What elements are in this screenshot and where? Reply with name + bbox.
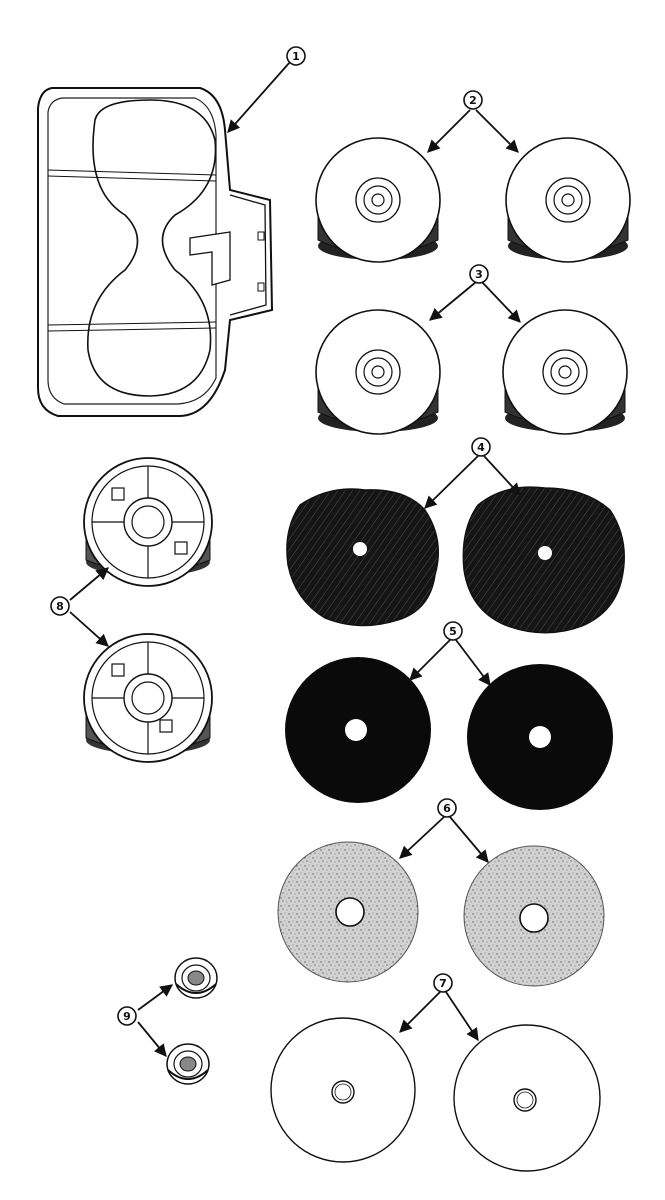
textured-pad-right-4: [462, 486, 625, 634]
callout-label-7: 7: [439, 977, 447, 990]
center-lock-bottom-9: [166, 1043, 210, 1085]
callout-label-2: 2: [469, 94, 477, 107]
callout-2: 2: [427, 90, 519, 153]
callout-label-1: 1: [292, 50, 300, 63]
callout-5: 5: [409, 621, 491, 687]
brush-left-2: [315, 137, 441, 263]
black-pad-right-5: [467, 664, 613, 810]
pad-holder-bottom-8: [83, 633, 213, 763]
speckled-pad-left-6: [277, 841, 419, 983]
textured-pad-left-4: [286, 488, 440, 627]
black-pad-left-5: [285, 657, 431, 803]
housing-part: [37, 87, 274, 417]
brush-right-3: [502, 309, 628, 435]
brush-right-2: [505, 137, 631, 263]
callout-9: 9: [117, 984, 174, 1057]
brush-left-3: [315, 309, 441, 435]
speckled-pad-right-6: [463, 845, 605, 987]
callout-label-5: 5: [449, 625, 457, 638]
pad-holder-top-8: [83, 457, 213, 587]
callout-8: 8: [50, 567, 109, 647]
callout-label-6: 6: [443, 802, 451, 815]
callout-label-9: 9: [123, 1010, 131, 1023]
white-pad-right-7: [453, 1024, 601, 1172]
callout-label-3: 3: [475, 268, 483, 281]
callout-label-8: 8: [56, 600, 64, 613]
callout-7: 7: [399, 973, 479, 1042]
white-pad-left-7: [270, 1017, 416, 1163]
center-lock-top-9: [174, 957, 218, 999]
callout-6: 6: [399, 798, 489, 863]
callout-4: 4: [424, 437, 521, 509]
callout-label-4: 4: [477, 441, 485, 454]
callout-3: 3: [429, 264, 521, 323]
callout-1: 1: [227, 46, 306, 133]
